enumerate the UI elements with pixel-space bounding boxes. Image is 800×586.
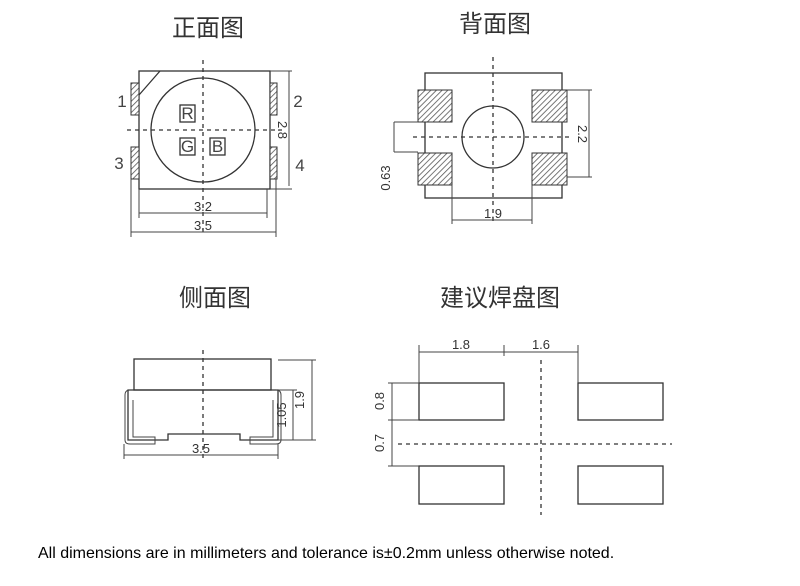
front-view: R G B 1 2 3 4 2.8 3.2 3.5 [114,60,305,237]
side-view-title: 侧面图 [179,284,251,312]
back-view-title: 背面图 [459,10,531,38]
chip-red: R [181,104,193,123]
dim-back-gap: 0.63 [378,165,393,190]
chip-green: G [181,137,194,156]
dim-pad-height: 0.8 [372,392,387,410]
pin-label-3: 3 [114,154,123,173]
pad-layout: 1.8 1.6 0.8 0.7 [372,337,672,515]
dim-back-inner: 1.9 [484,206,502,221]
back-view: 2.2 0.63 1.9 [378,57,592,225]
pin-label-1: 1 [117,92,126,111]
chip-blue: B [212,137,223,156]
dim-side-height: 1.9 [292,391,307,409]
dim-side-width: 3.5 [192,441,210,456]
dim-back-pad-span: 2.2 [575,125,590,143]
side-view: 1.9 1.05 3.5 [123,350,316,462]
dim-pad-gap-width: 1.6 [532,337,550,352]
dim-side-lead: 1.05 [274,402,289,427]
pin-label-4: 4 [295,156,304,175]
tolerance-note: All dimensions are in millimeters and to… [38,545,615,562]
dim-pad-gap-height: 0.7 [372,434,387,452]
dim-front-height: 2.8 [275,121,290,139]
dim-pad-width: 1.8 [452,337,470,352]
front-view-title: 正面图 [172,14,244,42]
dim-front-width: 3.5 [194,218,212,233]
dim-front-inner-width: 3.2 [194,199,212,214]
pad-layout-title: 建议焊盘图 [440,284,560,312]
pin-label-2: 2 [293,92,302,111]
